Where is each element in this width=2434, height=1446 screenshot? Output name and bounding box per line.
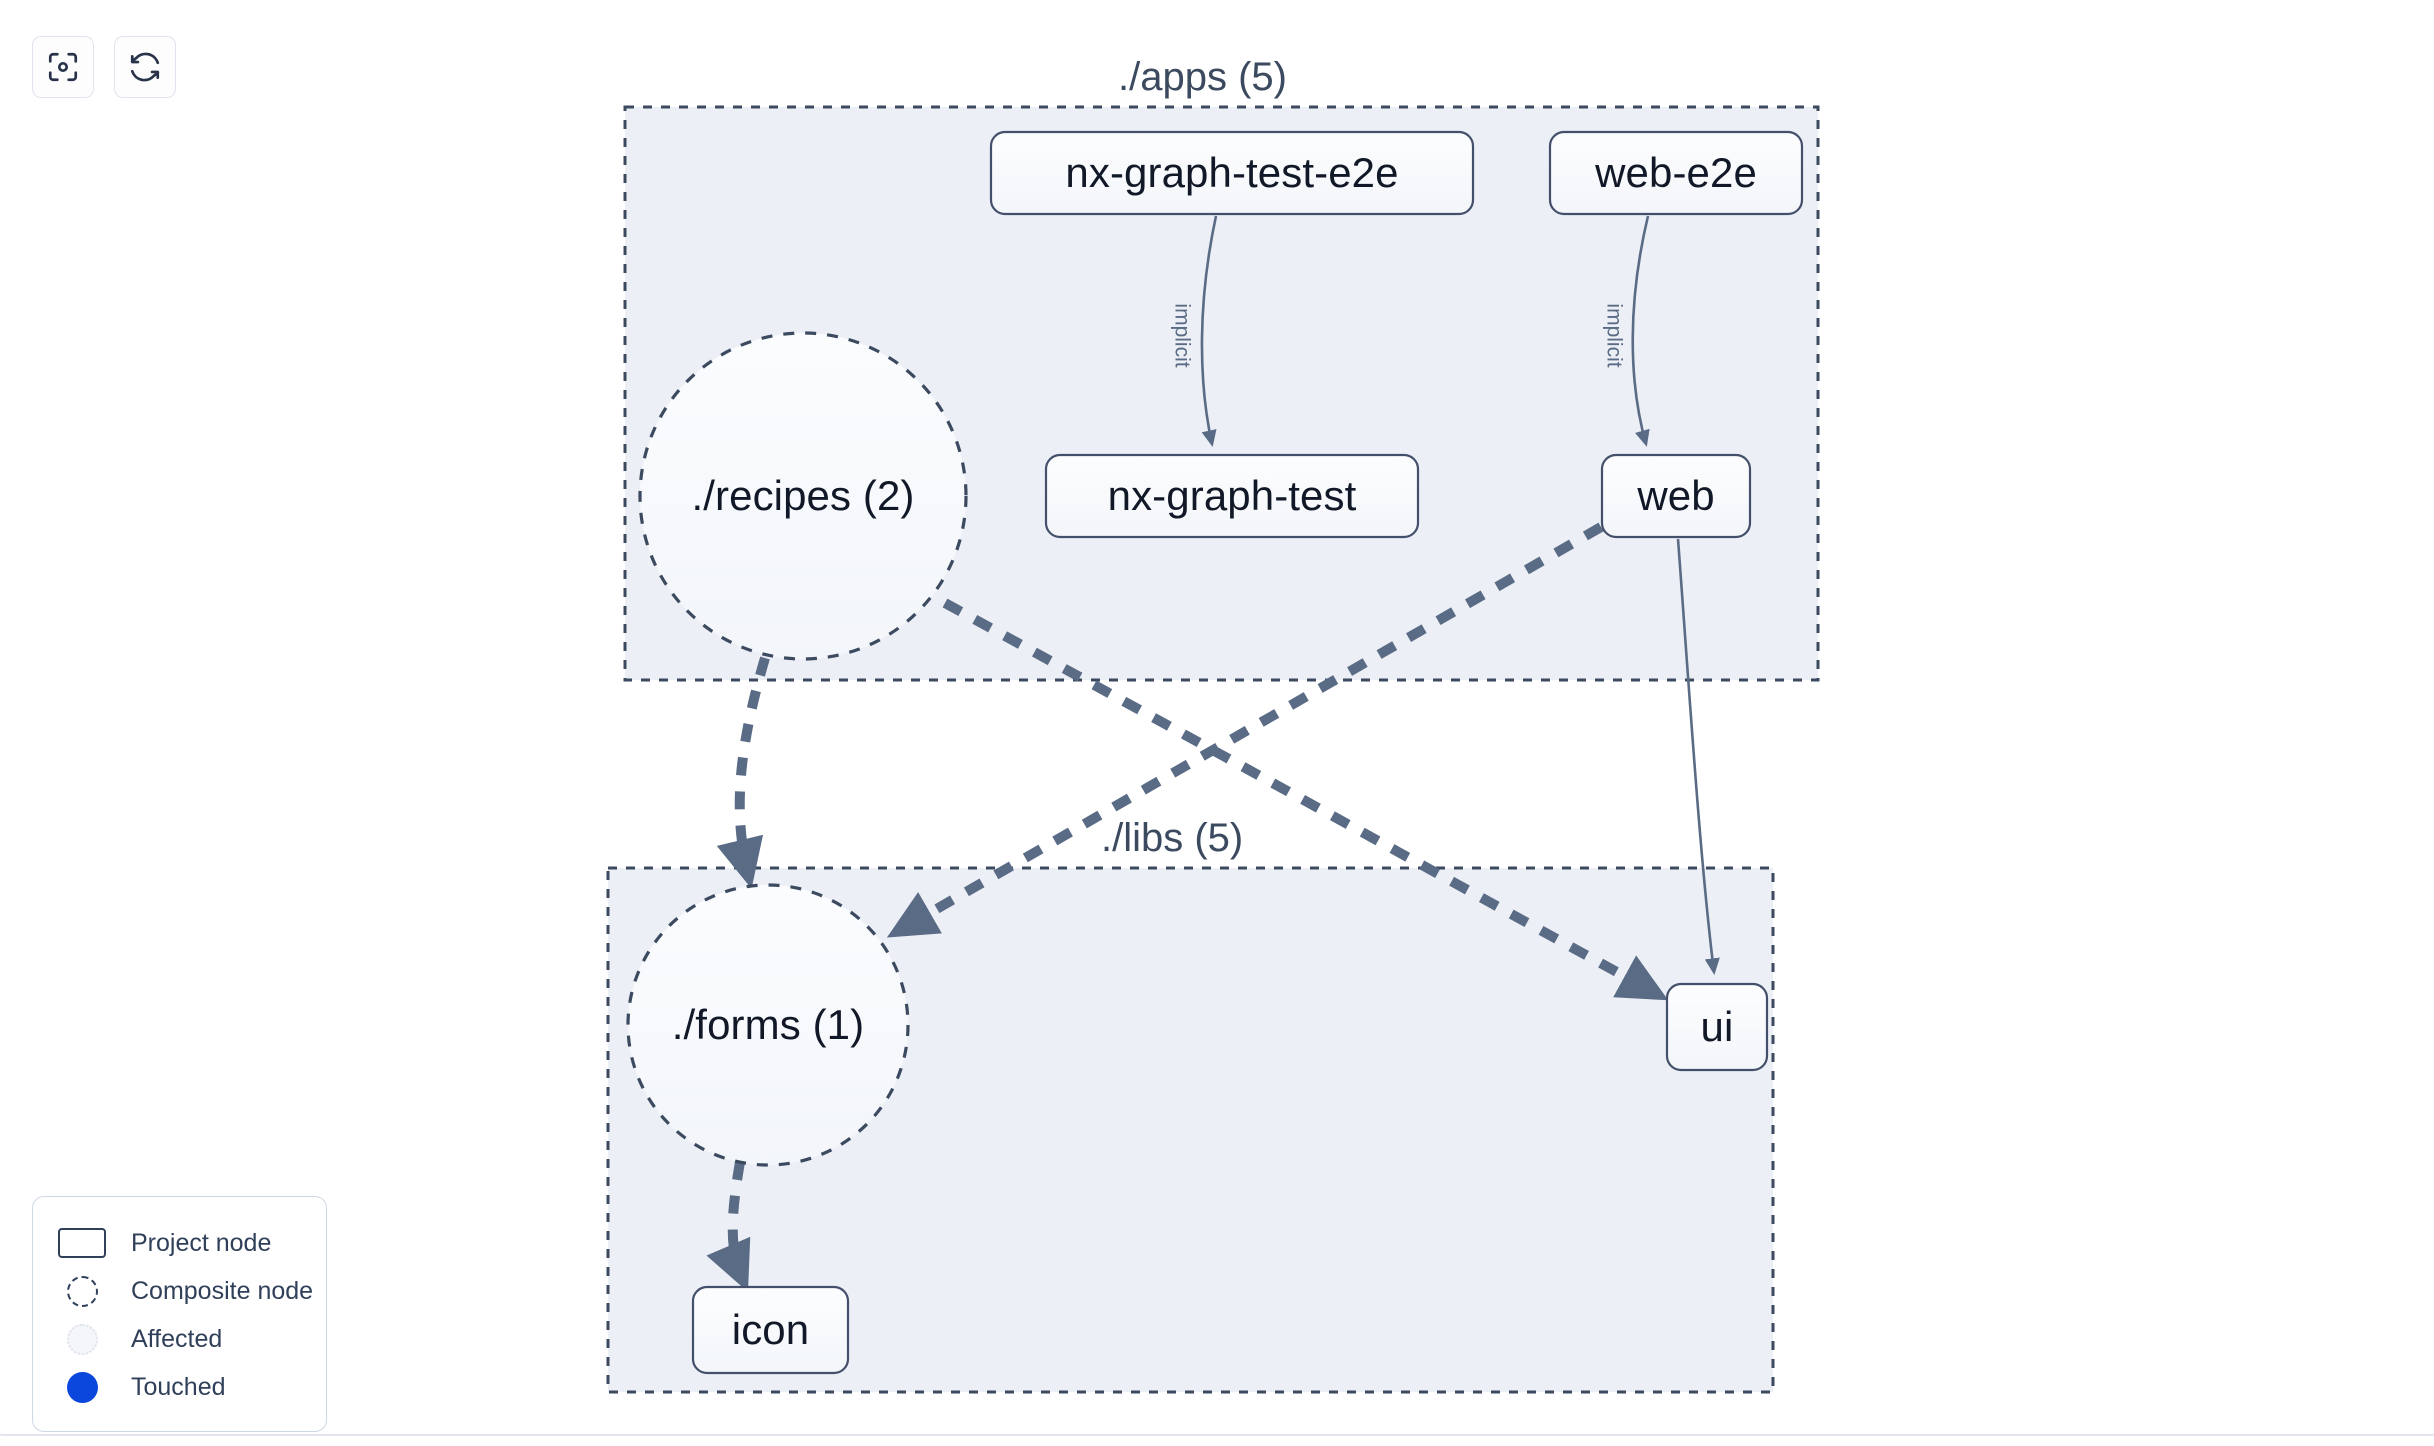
node-ui[interactable] (1665, 982, 1769, 1072)
legend-label-project-node: Project node (131, 1228, 272, 1257)
node-forms-composite[interactable] (626, 883, 910, 1167)
focus-graph-button[interactable] (32, 36, 94, 98)
node-icon[interactable] (691, 1285, 850, 1375)
edge-recipes-to-forms[interactable] (716, 656, 770, 889)
node-recipes-composite[interactable] (638, 331, 968, 661)
legend-item-affected: Affected (55, 1315, 306, 1363)
project-node-swatch-icon (55, 1228, 109, 1258)
viewfinder-focus-icon (46, 50, 80, 84)
legend-item-touched: Touched (55, 1363, 306, 1411)
composite-node-swatch-icon (55, 1275, 109, 1307)
node-web-e2e[interactable] (1548, 130, 1804, 216)
touched-node-swatch-icon (55, 1371, 109, 1403)
graph-legend: Project node Composite node Affected Tou… (32, 1196, 327, 1432)
refresh-icon (128, 50, 162, 84)
legend-item-composite-node: Composite node (55, 1267, 313, 1315)
affected-node-swatch-icon (55, 1323, 109, 1355)
graph-toolbar (32, 36, 176, 98)
node-nx-graph-test[interactable] (1044, 453, 1420, 539)
legend-item-project-node: Project node (55, 1219, 306, 1267)
refresh-graph-button[interactable] (114, 36, 176, 98)
legend-label-composite-node: Composite node (131, 1276, 314, 1305)
legend-label-affected: Affected (131, 1324, 223, 1353)
node-web[interactable] (1600, 453, 1752, 539)
node-nx-graph-test-e2e[interactable] (989, 130, 1475, 216)
legend-label-touched: Touched (131, 1372, 226, 1401)
